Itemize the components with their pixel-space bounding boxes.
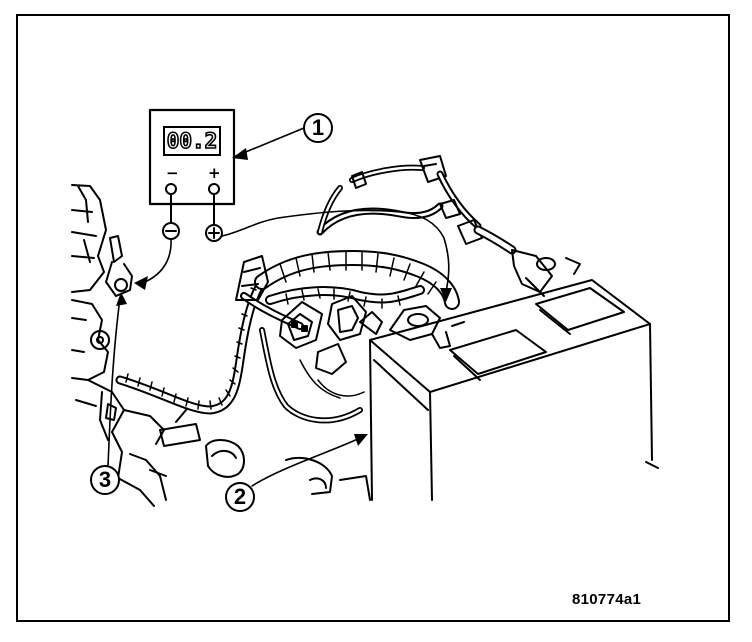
positive-lead-arrow [440,288,452,302]
negative-lead-arrow [134,276,148,290]
positive-probe [205,224,223,242]
meter-readout: 00.2 [163,126,221,156]
engine-block [71,184,167,507]
test-leads [134,209,452,302]
wiring-harness [115,155,517,424]
meter-minus-label: − [166,164,179,182]
figure-id: 810774a1 [572,591,642,608]
callout-2: 2 [225,482,255,512]
figure-frame [16,14,730,622]
battery [369,249,659,501]
callout-3: 3 [90,465,120,495]
leader-lines [107,127,368,487]
meter-plus-label: + [208,164,221,182]
lower-engine-bay [149,409,371,501]
callout-1: 1 [303,113,333,143]
